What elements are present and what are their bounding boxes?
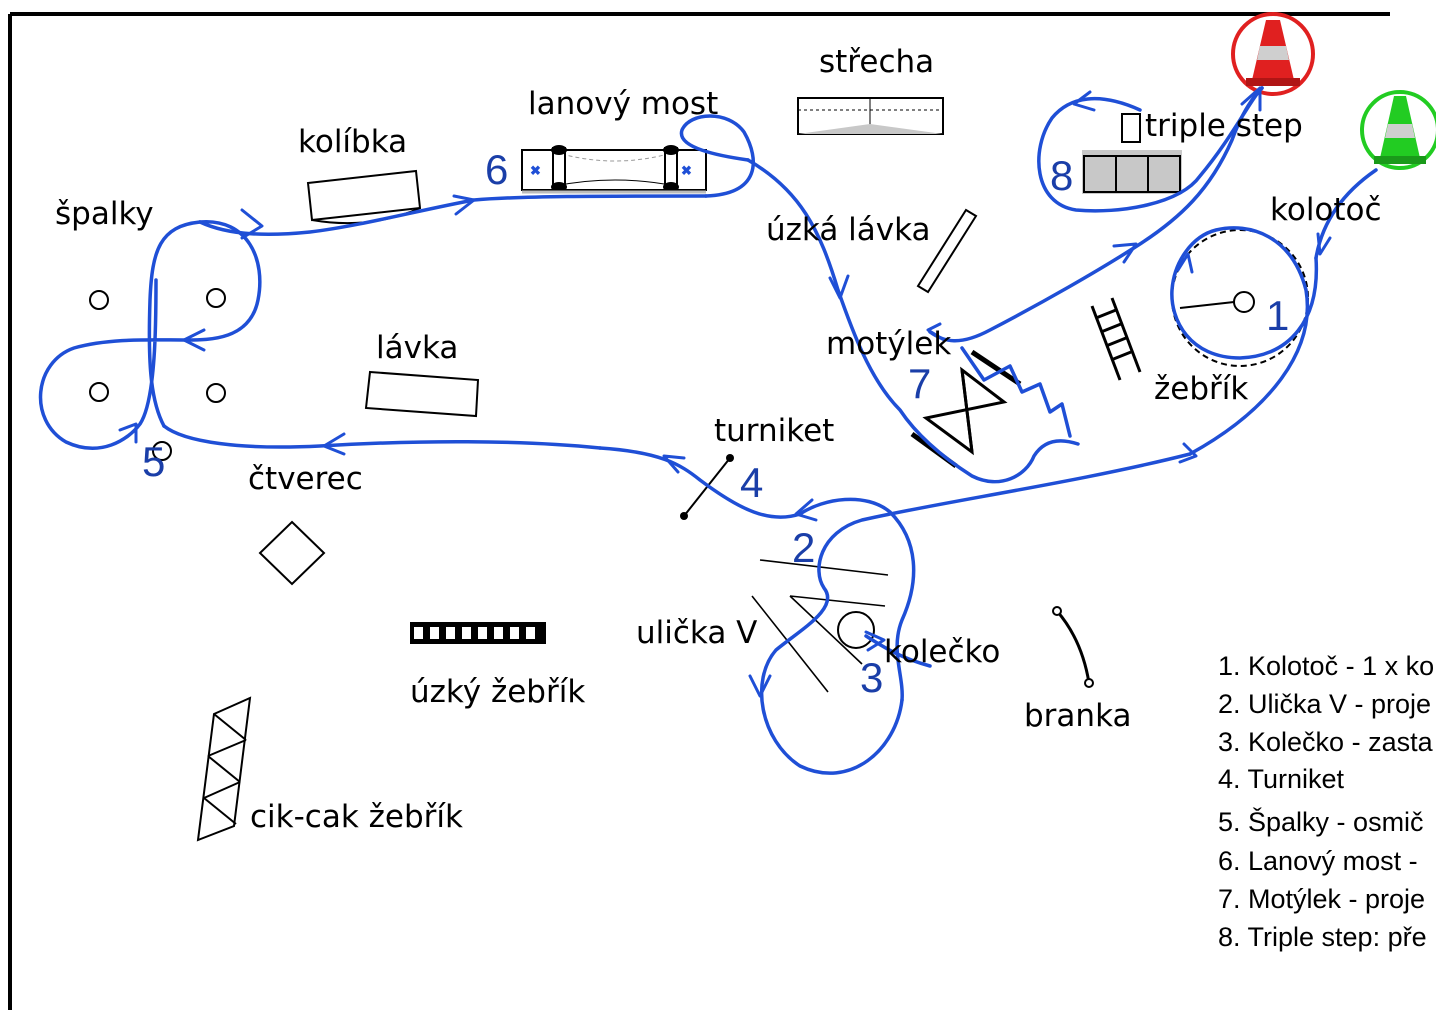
label-cik-cak-zebrik: cik-cak žebřík	[250, 799, 463, 835]
triple-step-obstacle	[1082, 113, 1182, 194]
label-branka: branka	[1024, 698, 1131, 734]
label-uzky-zebrik: úzký žebřík	[410, 674, 585, 710]
label-kolibka: kolíbka	[298, 124, 407, 160]
red-cone-icon	[1231, 12, 1315, 96]
lavka-obstacle	[364, 370, 480, 418]
path-arrows	[118, 86, 1332, 698]
label-strecha: střecha	[819, 44, 934, 80]
branka-obstacle	[1052, 606, 1094, 688]
zebrik-obstacle	[1090, 297, 1142, 381]
station-number-3: 3	[860, 654, 883, 701]
obstacle-labels: střecha lanový most kolíbka špalky úzká …	[55, 44, 1382, 835]
label-ulicka-v: ulička V	[636, 615, 757, 651]
label-motylek: motýlek	[826, 326, 951, 362]
lanovy-most-obstacle: ✖ ✖	[521, 145, 707, 194]
legend-item-7: 7. Motýlek - proje	[1218, 884, 1425, 914]
station-number-6: 6	[485, 146, 508, 193]
label-kolotoc: kolotoč	[1270, 192, 1382, 228]
station-number-1: 1	[1266, 292, 1289, 339]
arena-border	[8, 12, 1390, 1010]
course-path	[38, 86, 1378, 775]
strecha-obstacle	[797, 97, 944, 135]
label-lanovy-most: lanový most	[528, 86, 718, 122]
label-kolecko: kolečko	[884, 634, 1000, 670]
legend: 1. Kolotoč - 1 x ko 2. Ulička V - proje …	[1218, 651, 1434, 952]
svg-text:✖: ✖	[681, 163, 692, 178]
label-spalky: špalky	[55, 196, 154, 232]
kolecko-obstacle	[837, 611, 875, 649]
legend-item-3: 3. Kolečko - zasta	[1218, 727, 1434, 757]
label-zebrik: žebřík	[1154, 371, 1248, 407]
spalky-obstacle	[89, 288, 226, 461]
ctverec-obstacle	[258, 520, 326, 586]
svg-text:✖: ✖	[530, 163, 541, 178]
legend-item-2: 2. Ulička V - proje	[1218, 689, 1431, 719]
label-triple-step: triple step	[1145, 108, 1303, 144]
station-number-7: 7	[908, 360, 931, 407]
label-turniket: turniket	[714, 413, 834, 449]
station-number-8: 8	[1050, 152, 1073, 199]
ulicka-v-obstacle	[751, 559, 889, 693]
uzka-lavka-obstacle	[916, 208, 978, 294]
cik-cak-zebrik-obstacle	[196, 696, 252, 842]
label-lavka: lávka	[376, 330, 458, 366]
station-number-5: 5	[142, 438, 165, 485]
station-number-4: 4	[740, 459, 763, 506]
legend-item-5: 5. Špalky - osmič	[1218, 806, 1424, 837]
legend-item-8: 8. Triple step: pře	[1218, 922, 1427, 952]
legend-item-1: 1. Kolotoč - 1 x ko	[1218, 651, 1434, 681]
legend-item-4: 4. Turniket	[1218, 764, 1345, 794]
label-uzka-lavka: úzká lávka	[766, 212, 931, 248]
station-number-2: 2	[792, 524, 815, 571]
station-numbers: 1 2 3 4 5 6 7 8	[142, 146, 1289, 701]
uzky-zebrik-obstacle	[410, 622, 546, 644]
green-cone-icon	[1360, 90, 1436, 170]
legend-item-6: 6. Lanový most -	[1218, 846, 1418, 876]
label-ctverec: čtverec	[248, 461, 363, 497]
